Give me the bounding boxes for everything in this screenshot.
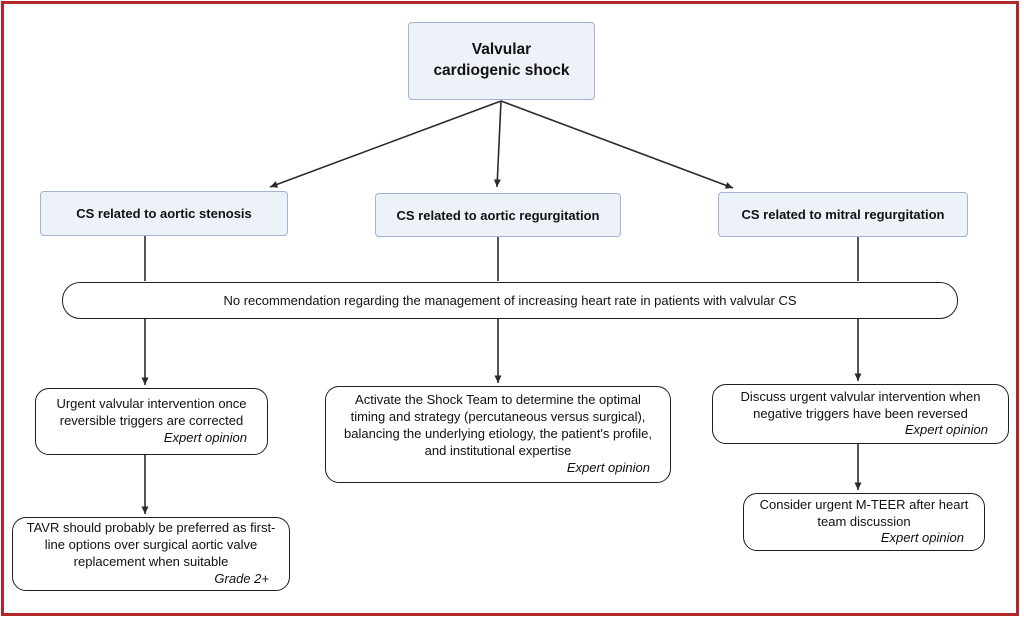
rec-text: Activate the Shock Team to determine the…	[344, 392, 652, 458]
root-node-valvular-cardiogenic-shock: Valvular cardiogenic shock	[408, 22, 595, 100]
branch-node-aortic-stenosis: CS related to aortic stenosis	[40, 191, 288, 236]
rec-text: TAVR should probably be preferred as fir…	[26, 520, 276, 569]
rec-urgent-valvular-intervention: Urgent valvular intervention once revers…	[35, 388, 268, 455]
rec-text: Consider urgent M-TEER after heart team …	[759, 496, 969, 529]
rec-tavr-preferred: TAVR should probably be preferred as fir…	[12, 517, 290, 591]
rec-consider-mteer: Consider urgent M-TEER after heart team …	[743, 493, 985, 551]
rec-grade: Expert opinion	[904, 422, 988, 438]
arrow-root-to-aortic-regurg	[493, 100, 502, 188]
rec-grade: Grade 2+	[214, 570, 269, 586]
rec-grade: Expert opinion	[880, 530, 964, 546]
arrow-root-to-stenosis	[269, 100, 502, 188]
rec-discuss-urgent-intervention: Discuss urgent valvular intervention whe…	[712, 384, 1009, 444]
branch-node-aortic-regurgitation: CS related to aortic regurgitation	[375, 193, 621, 237]
rec-text: Discuss urgent valvular intervention whe…	[740, 388, 981, 421]
rec-grade: Expert opinion	[566, 459, 650, 475]
rec-text: Urgent valvular intervention once revers…	[56, 396, 247, 429]
rec-activate-shock-team: Activate the Shock Team to determine the…	[325, 386, 671, 483]
rec-grade: Expert opinion	[163, 429, 247, 445]
banner-no-recommendation: No recommendation regarding the manageme…	[62, 282, 958, 319]
branch-node-mitral-regurgitation: CS related to mitral regurgitation	[718, 192, 968, 237]
arrow-root-to-mitral-regurg	[500, 100, 734, 189]
